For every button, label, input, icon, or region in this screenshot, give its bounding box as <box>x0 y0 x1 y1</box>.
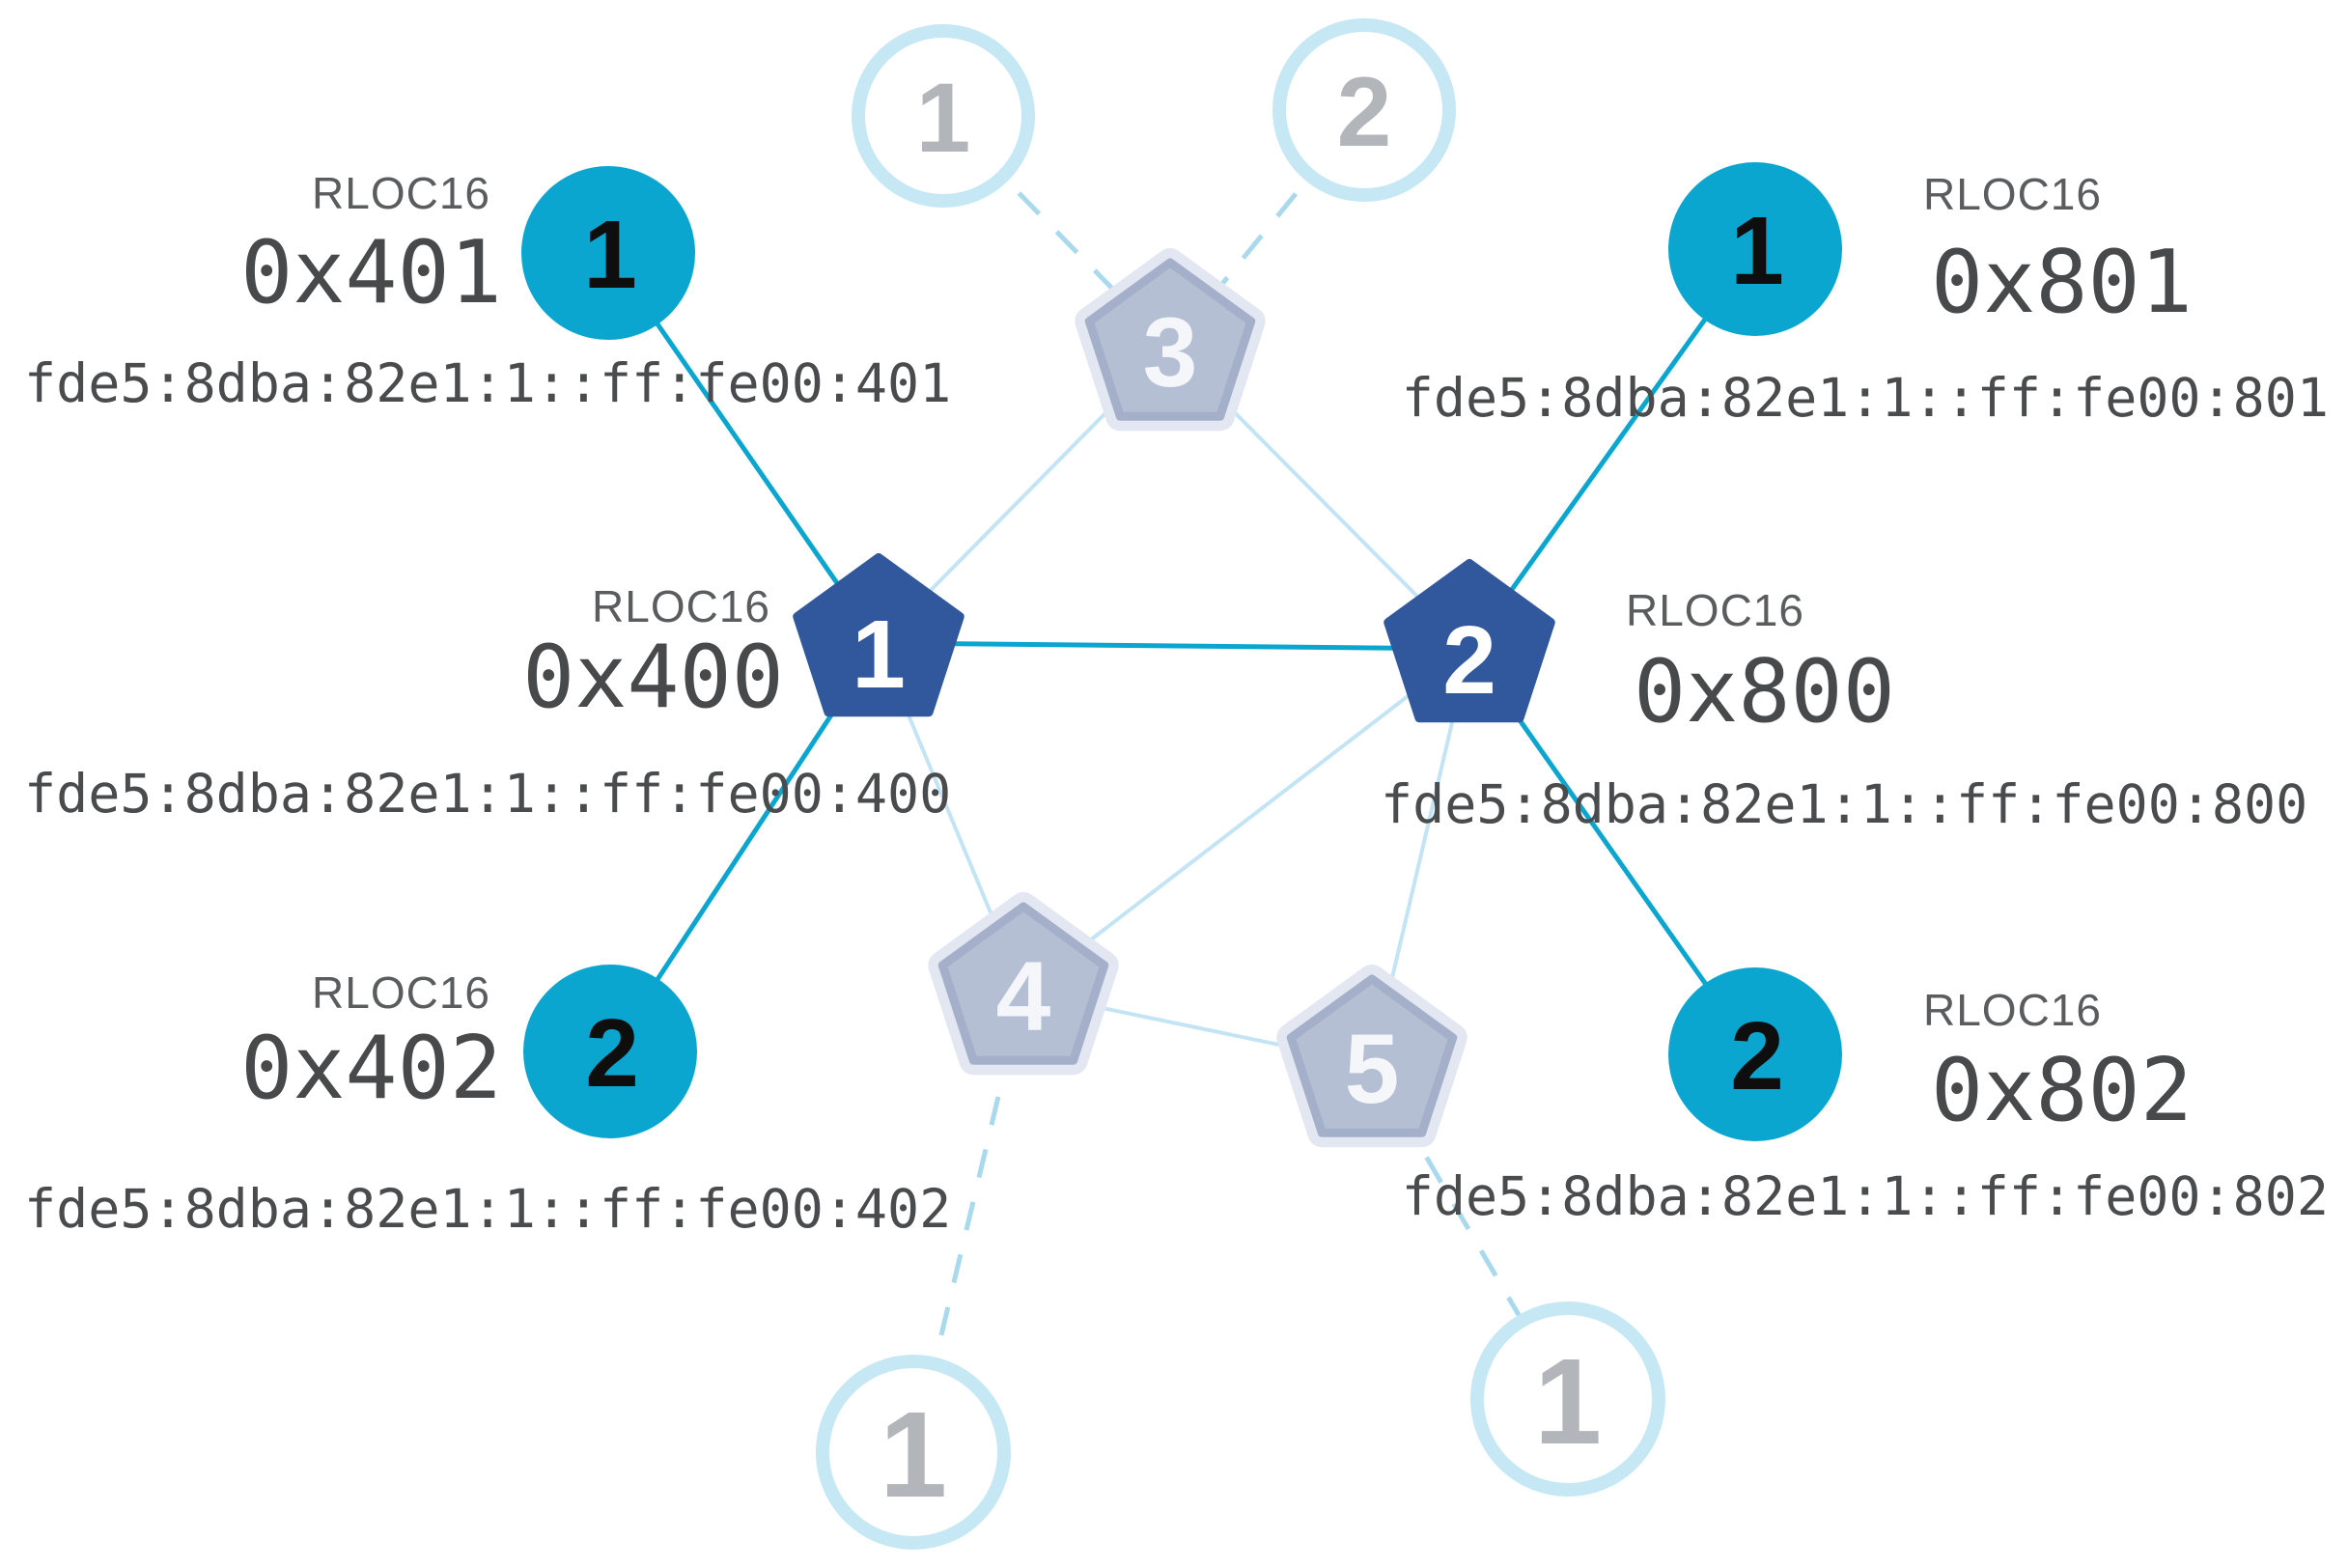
rloc16-label: RLOC16 <box>1923 985 2102 1035</box>
node-router-4[interactable]: 4 <box>928 892 1119 1076</box>
child-circle-icon[interactable] <box>852 24 1035 208</box>
ipv6-address: fde5:8dba:82e1:1::ff:fe00:801 <box>1402 367 2329 429</box>
node-child-0x401[interactable]: 1 <box>521 166 695 340</box>
rloc16-label: RLOC16 <box>1626 585 1804 635</box>
link-router2-router4 <box>1021 647 1471 994</box>
label-group-child-0x401: RLOC16 0x401 fde5:8dba:82e1:1::ff:fe00:4… <box>24 168 951 414</box>
router-pentagon-icon[interactable] <box>1084 258 1256 421</box>
node-child-0x802[interactable]: 2 <box>1668 967 1842 1141</box>
label-group-child-0x402: RLOC16 0x402 fde5:8dba:82e1:1::ff:fe00:4… <box>24 967 951 1240</box>
router-number: 3 <box>1143 297 1198 407</box>
child-number: 2 <box>1337 57 1392 167</box>
child-number: 1 <box>1730 197 1784 305</box>
router-pentagon-icon[interactable] <box>1286 974 1458 1137</box>
router-pentagon-icon[interactable] <box>1384 559 1555 723</box>
child-number: 1 <box>880 1386 947 1523</box>
ipv6-address: fde5:8dba:82e1:1::ff:fe00:400 <box>24 763 951 825</box>
rloc16-value: 0x401 <box>240 222 502 323</box>
rloc16-label: RLOC16 <box>312 168 490 218</box>
link-router1-router2 <box>878 640 1470 652</box>
child-circle-icon[interactable] <box>1668 162 1842 336</box>
ipv6-address: fde5:8dba:82e1:1::ff:fe00:401 <box>24 352 951 414</box>
router-number: 4 <box>996 941 1051 1051</box>
node-unattached-child-top-left[interactable]: 1 <box>852 24 1035 208</box>
node-unattached-child-bottom-left[interactable]: 1 <box>816 1355 1011 1550</box>
child-number: 2 <box>585 999 639 1107</box>
child-number: 1 <box>583 201 637 309</box>
label-group-router-2: RLOC16 0x800 fde5:8dba:82e1:1::ff:fe00:8… <box>1381 585 2307 835</box>
node-router-1[interactable]: 1 <box>793 553 964 717</box>
rloc16-value: 0x800 <box>1634 641 1895 742</box>
rloc16-value: 0x802 <box>1931 1040 2193 1141</box>
rloc16-label: RLOC16 <box>1923 169 2102 219</box>
ipv6-address: fde5:8dba:82e1:1::ff:fe00:402 <box>24 1178 951 1240</box>
child-circle-icon[interactable] <box>1272 18 1456 202</box>
node-child-0x402[interactable]: 2 <box>523 965 697 1138</box>
child-circle-icon[interactable] <box>816 1355 1011 1550</box>
label-group-router-1: RLOC16 0x400 fde5:8dba:82e1:1::ff:fe00:4… <box>24 581 951 825</box>
child-circle-icon[interactable] <box>1668 967 1842 1141</box>
router-number: 2 <box>1442 606 1496 714</box>
router-number: 5 <box>1345 1014 1400 1124</box>
node-router-3[interactable]: 3 <box>1075 248 1266 432</box>
label-group-child-0x801: RLOC16 0x801 fde5:8dba:82e1:1::ff:fe00:8… <box>1402 169 2329 429</box>
rloc16-label: RLOC16 <box>592 581 770 631</box>
rloc16-value: 0x801 <box>1931 232 2193 333</box>
node-router-5[interactable]: 5 <box>1276 965 1468 1148</box>
rloc16-label: RLOC16 <box>312 967 490 1018</box>
rloc16-value: 0x400 <box>522 627 784 728</box>
node-unattached-child-top-right[interactable]: 2 <box>1272 18 1456 202</box>
label-group-child-0x802: RLOC16 0x802 fde5:8dba:82e1:1::ff:fe00:8… <box>1402 985 2329 1227</box>
router-number: 1 <box>852 601 906 709</box>
node-unattached-child-bottom-right[interactable]: 1 <box>1470 1302 1665 1497</box>
router-pentagon-icon[interactable] <box>937 902 1109 1065</box>
child-number: 2 <box>1730 1002 1784 1110</box>
router-pentagon-icon[interactable] <box>793 553 964 717</box>
rloc16-value: 0x402 <box>240 1018 502 1119</box>
node-child-0x801[interactable]: 1 <box>1668 162 1842 336</box>
child-circle-icon[interactable] <box>523 965 697 1138</box>
child-circle-icon[interactable] <box>521 166 695 340</box>
child-number: 1 <box>916 63 971 173</box>
child-number: 1 <box>1534 1333 1602 1470</box>
child-circle-icon[interactable] <box>1470 1302 1665 1497</box>
node-router-2[interactable]: 2 <box>1384 559 1555 723</box>
ipv6-address: fde5:8dba:82e1:1::ff:fe00:802 <box>1402 1165 2329 1227</box>
ipv6-address: fde5:8dba:82e1:1::ff:fe00:800 <box>1381 773 2307 835</box>
